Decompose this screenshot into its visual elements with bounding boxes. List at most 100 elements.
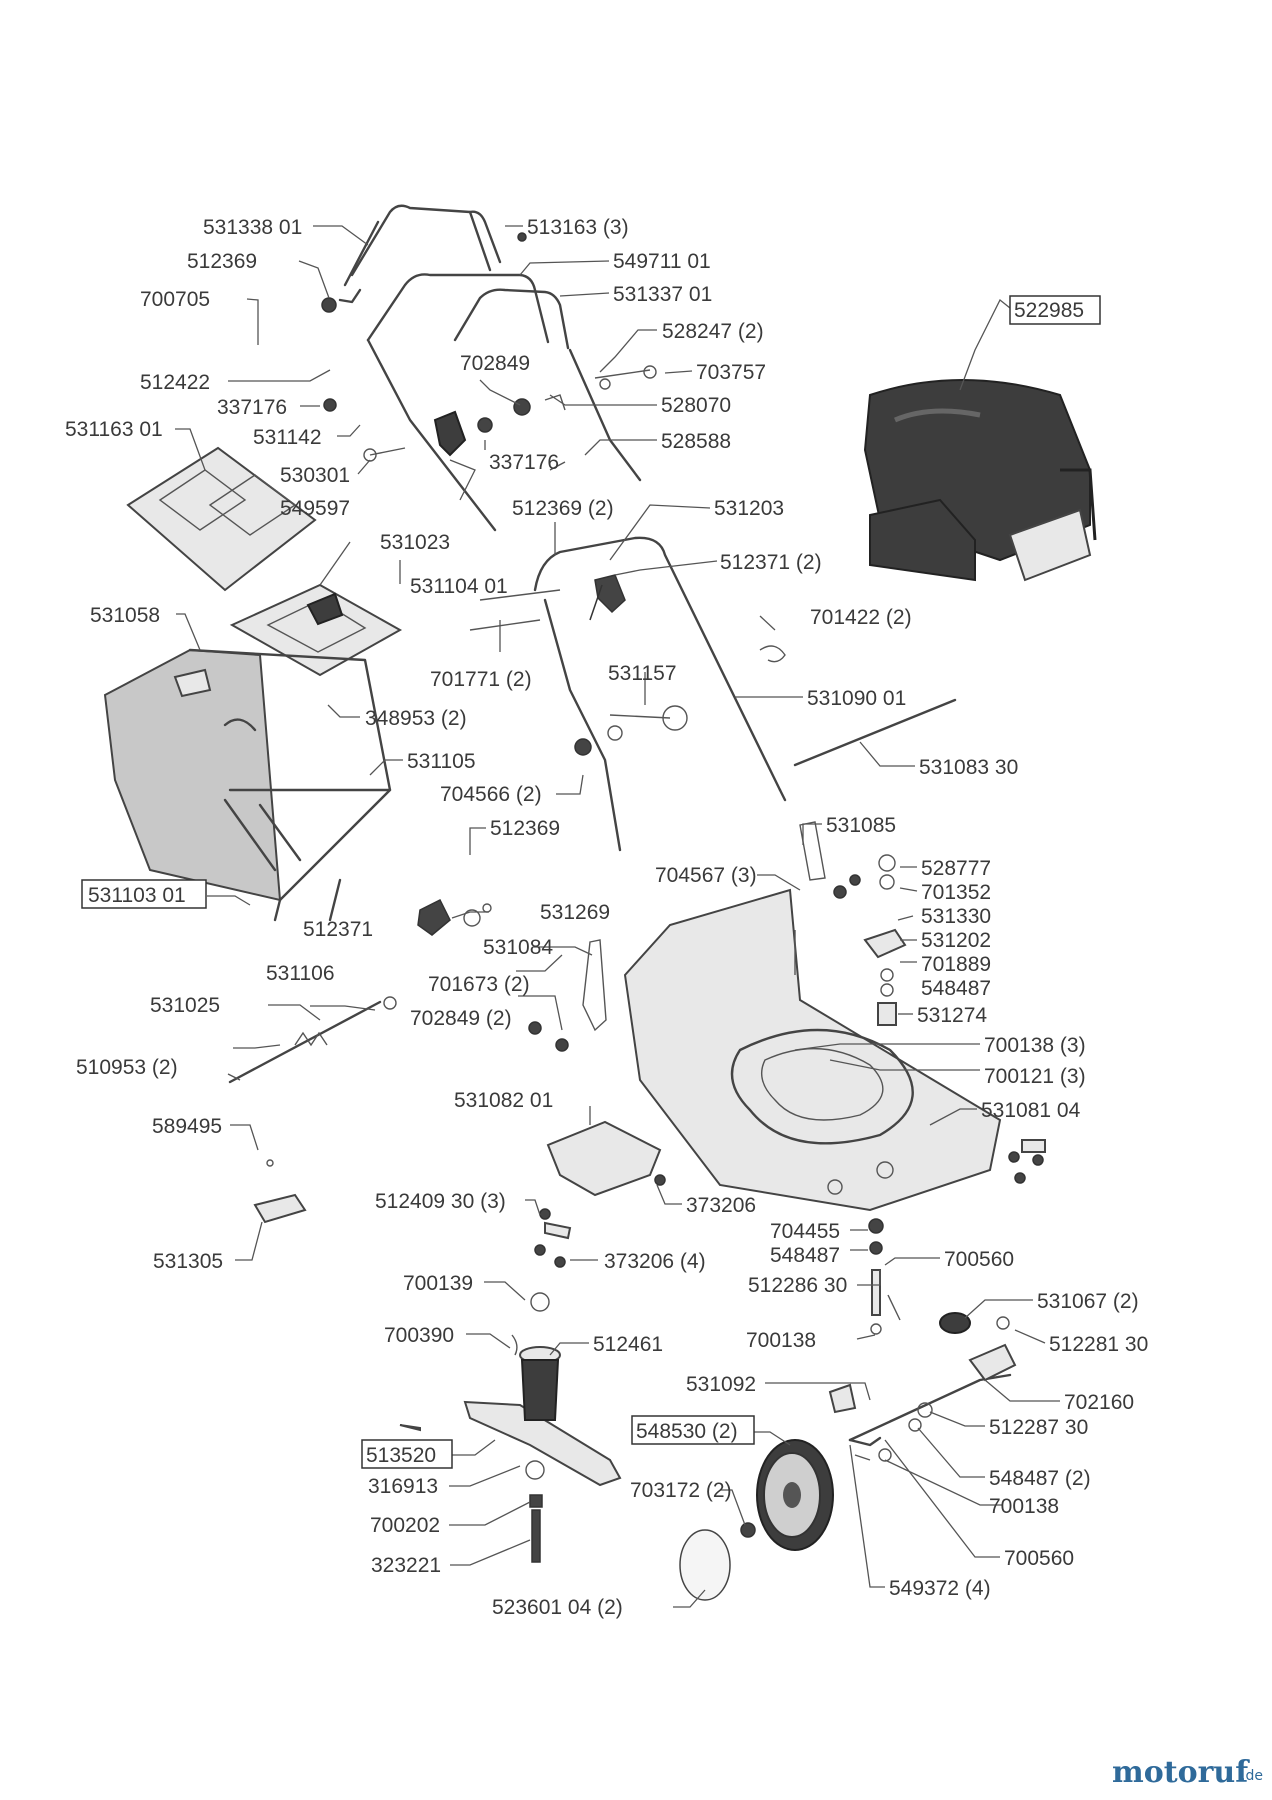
main-handle	[479, 536, 787, 852]
part-label: 512281 30	[1049, 1333, 1148, 1356]
part-label: 701352	[921, 881, 991, 904]
part-label: 531084	[483, 936, 553, 959]
part-label: 512422	[140, 371, 210, 394]
part-label: 323221	[371, 1554, 441, 1577]
part-label: 512461	[593, 1333, 663, 1356]
part-label: 700138 (3)	[984, 1034, 1086, 1057]
part-label: 316913	[368, 1475, 438, 1498]
part-label: 531104 01	[410, 575, 508, 598]
part-label: 531083 30	[919, 756, 1018, 779]
part-label: 530301	[280, 464, 350, 487]
part-label: 531274	[917, 1004, 987, 1027]
part-label: 549597	[280, 497, 350, 520]
part-label: 528070	[661, 394, 731, 417]
part-label: 700705	[140, 288, 210, 311]
small-parts	[227, 232, 1046, 1563]
part-label: 703757	[696, 361, 766, 384]
part-label: 704455	[770, 1220, 840, 1243]
grassbag-cover	[126, 446, 317, 592]
catcher-frame	[229, 583, 403, 677]
mower-deck	[623, 888, 1002, 1212]
part-label: 512286 30	[748, 1274, 847, 1297]
part-label: 531202	[921, 929, 991, 952]
callout-box-522985	[1009, 295, 1101, 325]
part-label: 531106	[266, 962, 335, 985]
watermark-suffix: .de	[1241, 1768, 1263, 1784]
lower-handle-frame	[366, 273, 642, 532]
part-label: 702849 (2)	[410, 1007, 512, 1030]
blade-adapter	[519, 1346, 561, 1421]
part-label: 531081 04	[981, 1099, 1081, 1122]
callout-box-531103	[81, 879, 207, 909]
part-label: 700560	[944, 1248, 1014, 1271]
part-label: 702849	[460, 352, 530, 375]
part-label: 549372 (4)	[889, 1577, 991, 1600]
deflector-plate	[546, 1120, 662, 1197]
part-label: 703172 (2)	[630, 1479, 732, 1502]
part-label: 528777	[921, 857, 991, 880]
part-label: 701889	[921, 953, 991, 976]
part-label: 531338 01	[203, 216, 302, 239]
grassbag	[103, 648, 392, 922]
part-label: 522985	[1014, 299, 1084, 322]
part-label: 548530 (2)	[636, 1420, 738, 1443]
part-label: 523601 04 (2)	[492, 1596, 623, 1619]
part-label: 531269	[540, 901, 610, 924]
part-label: 704567 (3)	[655, 864, 757, 887]
part-label: 531103 01	[88, 884, 186, 907]
part-label: 512369	[187, 250, 257, 273]
engine	[863, 379, 1097, 582]
part-label: 701422 (2)	[810, 606, 912, 629]
part-label: 701673 (2)	[428, 973, 530, 996]
part-label: 531203	[714, 497, 784, 520]
part-label: 531163 01	[65, 418, 163, 441]
part-label: 531092	[686, 1373, 756, 1396]
part-label: 528588	[661, 430, 731, 453]
leader-lines	[175, 225, 1060, 1608]
watermark-brand: motoruf	[1112, 1755, 1250, 1790]
part-label: 700139	[403, 1272, 473, 1295]
part-label: 531105	[407, 750, 476, 773]
part-label: 702160	[1064, 1391, 1134, 1414]
part-label: 510953 (2)	[76, 1056, 178, 1079]
hubcap	[679, 1529, 731, 1601]
part-label: 549711 01	[613, 250, 711, 273]
part-label: 513163 (3)	[527, 216, 629, 239]
part-label: 700560	[1004, 1547, 1074, 1570]
part-label: 512371	[303, 918, 373, 941]
part-label: 701771 (2)	[430, 668, 532, 691]
part-label: 512371 (2)	[720, 551, 822, 574]
spring	[294, 1031, 328, 1047]
part-label: 337176	[489, 451, 559, 474]
part-label: 528247 (2)	[662, 320, 764, 343]
part-label: 373206 (4)	[604, 1250, 706, 1273]
part-label: 531023	[380, 531, 450, 554]
part-label: 337176	[217, 396, 287, 419]
part-label: 700202	[370, 1514, 440, 1537]
part-label: 512369 (2)	[512, 497, 614, 520]
part-label: 512287 30	[989, 1416, 1088, 1439]
axle-rod	[793, 698, 957, 767]
part-label: 531058	[90, 604, 160, 627]
part-label: 589495	[152, 1115, 222, 1138]
part-label: 548487	[921, 977, 991, 1000]
part-label: 700390	[384, 1324, 454, 1347]
part-label: 700121 (3)	[984, 1065, 1086, 1088]
part-label: 512369	[490, 817, 560, 840]
part-label: 513520	[366, 1444, 436, 1467]
part-label: 348953 (2)	[365, 707, 467, 730]
part-labels: 531338 01 513163 (3) 512369 549711 01 70…	[65, 216, 1148, 1619]
upper-handle-bar	[338, 204, 502, 304]
watermark-logo: motoruf .de	[1112, 1755, 1263, 1790]
part-label: 531157	[608, 662, 677, 685]
part-label: 531330	[921, 905, 991, 928]
part-label: 373206	[686, 1194, 756, 1217]
part-label: 531337 01	[613, 283, 712, 306]
part-label: 531142	[253, 426, 322, 449]
part-label: 548487	[770, 1244, 840, 1267]
part-label: 531085	[826, 814, 896, 837]
callout-box-513520	[361, 1439, 453, 1469]
rear-axle	[848, 1343, 1017, 1447]
part-label: 700138	[746, 1329, 816, 1352]
